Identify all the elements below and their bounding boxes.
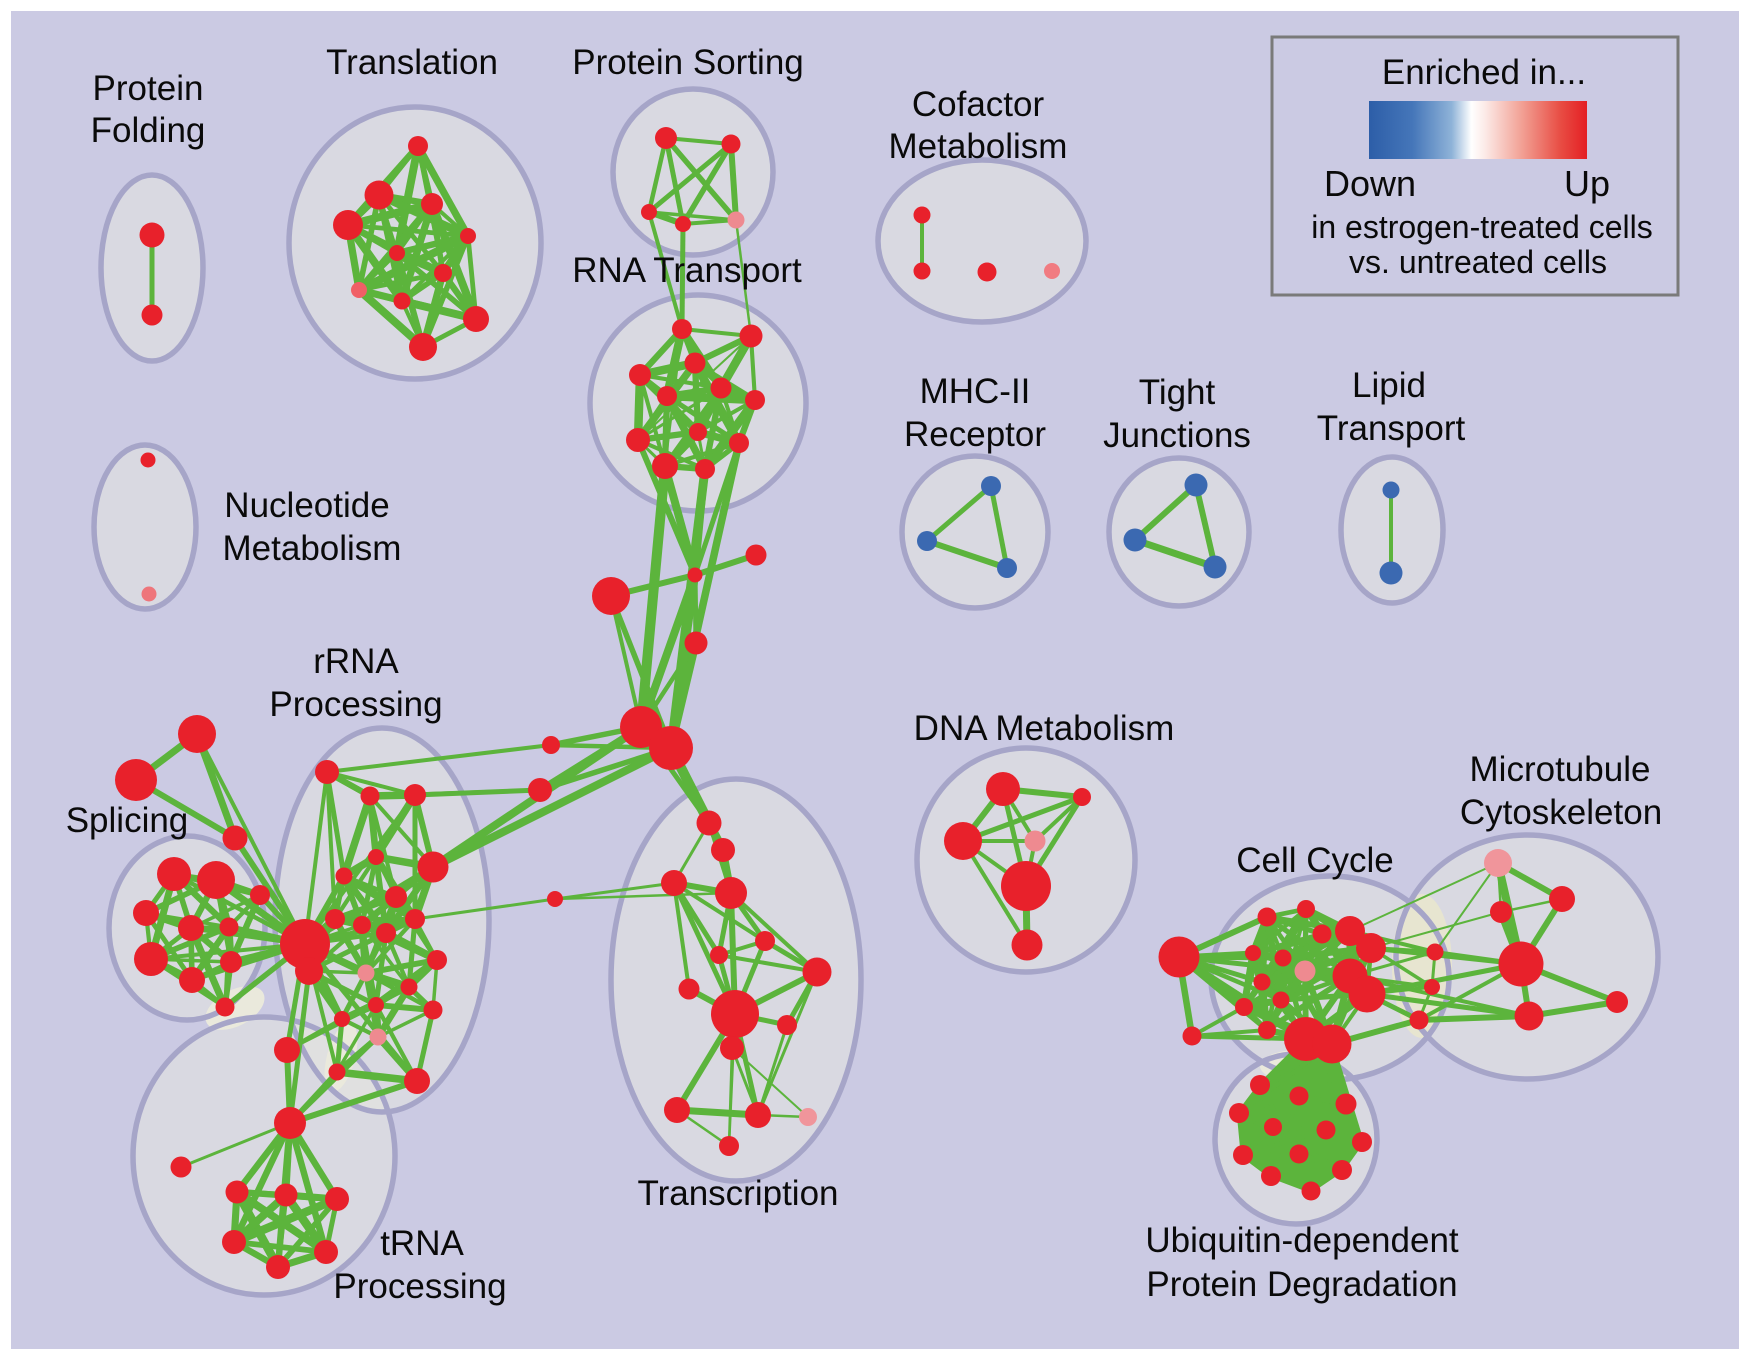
svg-text:Translation: Translation bbox=[326, 43, 498, 82]
svg-text:Transport: Transport bbox=[1317, 409, 1466, 448]
svg-text:MHC-II: MHC-II bbox=[920, 372, 1031, 411]
svg-text:Cytoskeleton: Cytoskeleton bbox=[1460, 793, 1662, 832]
svg-text:Nucleotide: Nucleotide bbox=[224, 486, 389, 525]
svg-text:Protein: Protein bbox=[93, 69, 204, 108]
svg-text:Protein Sorting: Protein Sorting bbox=[572, 43, 804, 82]
svg-text:Protein Degradation: Protein Degradation bbox=[1146, 1265, 1457, 1304]
svg-text:Cell Cycle: Cell Cycle bbox=[1236, 841, 1394, 880]
svg-text:Receptor: Receptor bbox=[904, 415, 1046, 454]
svg-text:Ubiquitin-dependent: Ubiquitin-dependent bbox=[1145, 1221, 1459, 1260]
svg-text:Junctions: Junctions bbox=[1103, 416, 1251, 455]
svg-text:Processing: Processing bbox=[333, 1267, 506, 1306]
svg-text:vs. untreated cells: vs. untreated cells bbox=[1349, 244, 1607, 280]
svg-text:DNA Metabolism: DNA Metabolism bbox=[914, 709, 1175, 748]
svg-text:Metabolism: Metabolism bbox=[889, 127, 1068, 166]
svg-text:in estrogen-treated cells: in estrogen-treated cells bbox=[1311, 209, 1653, 245]
svg-text:Down: Down bbox=[1324, 163, 1416, 204]
svg-text:Tight: Tight bbox=[1139, 373, 1216, 412]
svg-text:Enriched in...: Enriched in... bbox=[1382, 53, 1586, 92]
svg-text:Splicing: Splicing bbox=[66, 801, 189, 840]
svg-text:Metabolism: Metabolism bbox=[223, 529, 402, 568]
svg-text:Microtubule: Microtubule bbox=[1470, 750, 1651, 789]
svg-text:Lipid: Lipid bbox=[1352, 366, 1426, 405]
svg-text:Processing: Processing bbox=[269, 685, 442, 724]
svg-text:Cofactor: Cofactor bbox=[912, 85, 1045, 124]
svg-text:Transcription: Transcription bbox=[638, 1174, 839, 1213]
svg-text:tRNA: tRNA bbox=[380, 1224, 464, 1263]
svg-text:Folding: Folding bbox=[91, 111, 206, 150]
svg-text:RNA Transport: RNA Transport bbox=[572, 251, 802, 290]
svg-text:Up: Up bbox=[1564, 163, 1610, 204]
svg-text:rRNA: rRNA bbox=[313, 642, 399, 681]
